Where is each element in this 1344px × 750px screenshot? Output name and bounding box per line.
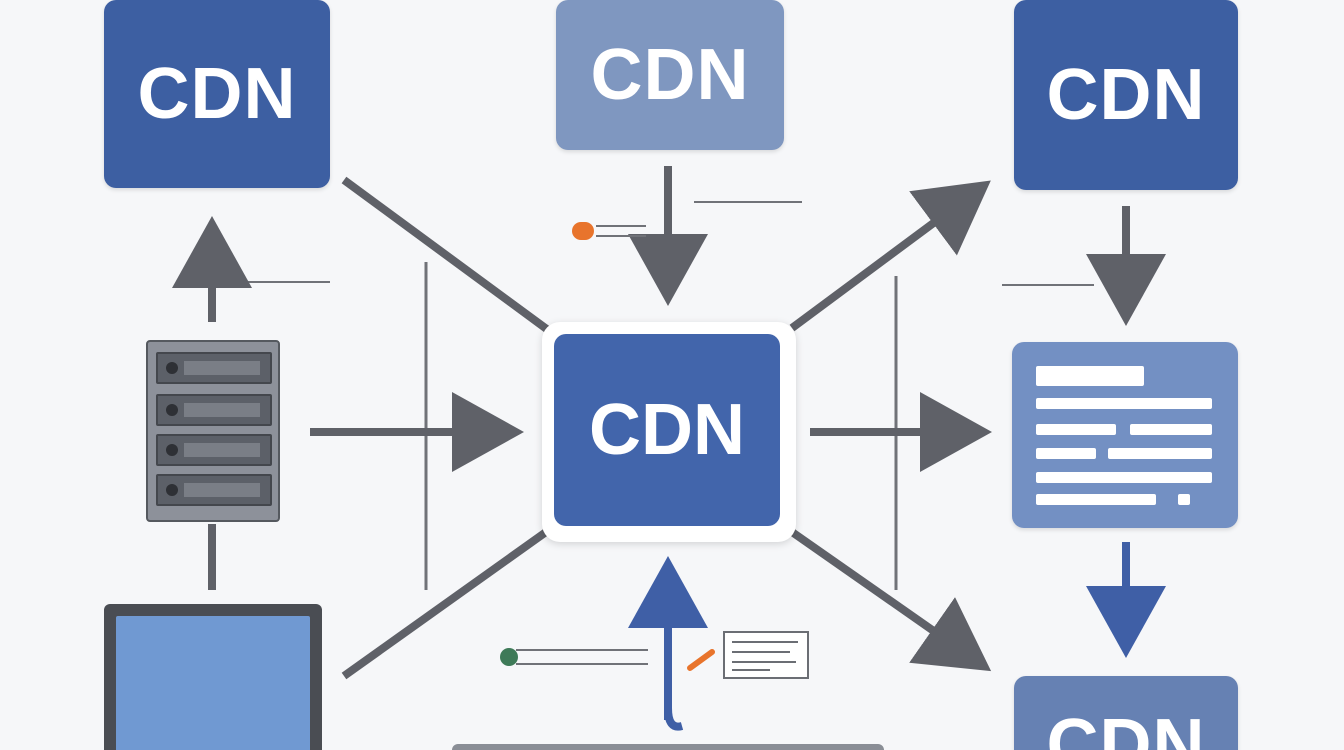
cdn-node-top-right: CDN [1014,0,1238,190]
doc-line [1036,494,1156,505]
cdn-node-top-left: CDN [104,0,330,188]
doc-line [1178,494,1190,505]
doc-line [1130,424,1212,435]
doc-line [1036,366,1144,386]
cdn-node-label: CDN [589,390,745,470]
doc-line [1036,448,1096,459]
bottom-bar [452,744,884,750]
laptop-screen [116,616,310,750]
orange-pill-icon [572,222,594,240]
link-top-left-to-center [341,176,551,334]
cdn-node-top-center: CDN [556,0,784,150]
doc-line [1036,398,1212,409]
link-laptop-to-center [341,528,549,680]
arrow-center-to-top-right [789,180,991,332]
orange-pencil-icon [687,649,715,671]
green-pill-icon [500,648,518,666]
server-bay [156,434,272,466]
mini-document-icon [723,631,809,679]
doc-line [1036,472,1212,483]
server-bay [156,474,272,506]
server-bay [156,352,272,384]
arrow-center-to-bottom-right [789,528,992,672]
server-bay [156,394,272,426]
cdn-node-label: CDN [137,54,297,134]
cdn-node-center: CDN [554,334,780,526]
doc-line [1036,424,1116,435]
document-lines-icon [1012,342,1238,528]
blue-hook [664,707,684,731]
cdn-node-label: CDN [1046,55,1206,135]
cdn-node-label: CDN [590,35,750,115]
cdn-node-bottom-right: CDN [1014,676,1238,750]
doc-line [1108,448,1212,459]
cdn-node-label: CDN [1046,705,1206,750]
laptop-icon [104,604,322,750]
server-rack-icon [146,340,280,522]
